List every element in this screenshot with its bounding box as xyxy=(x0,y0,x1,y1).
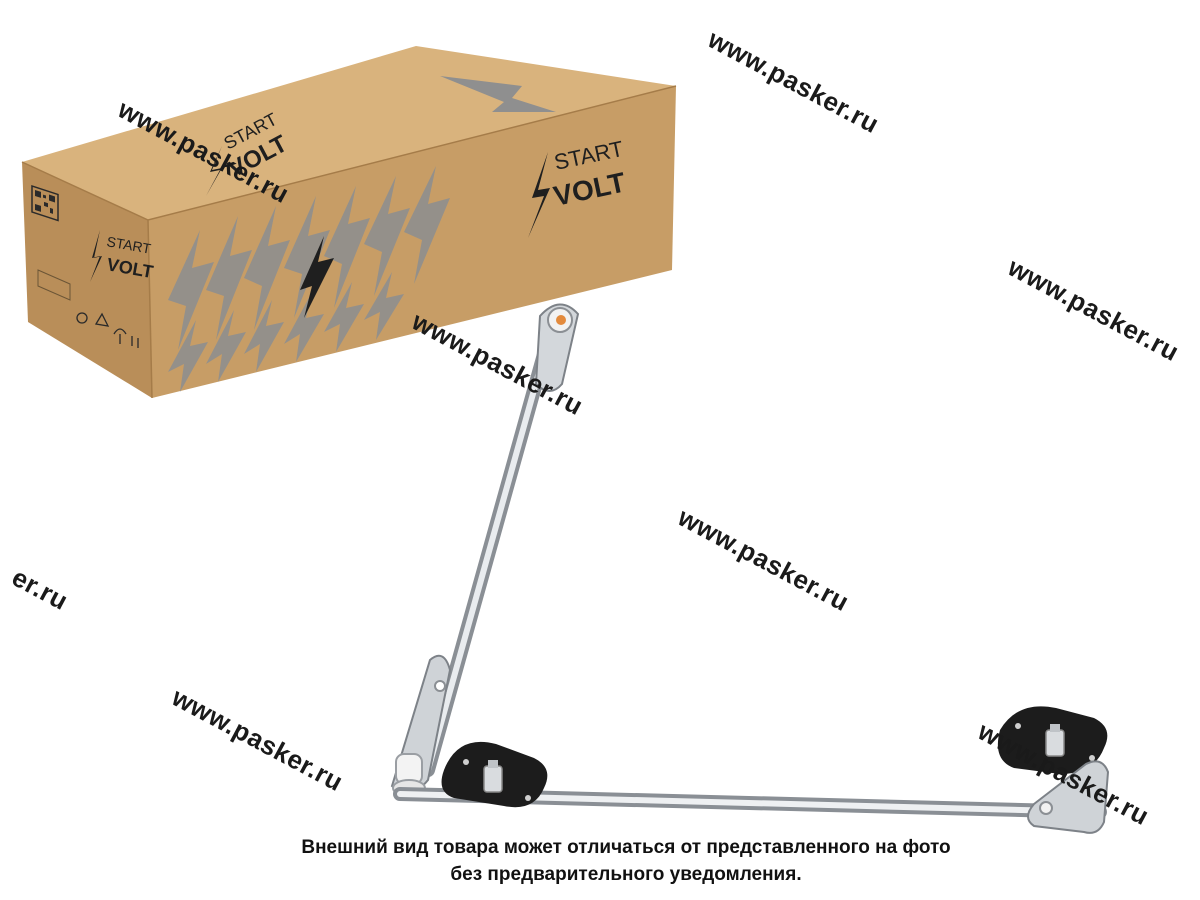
spindle-nut-left xyxy=(483,765,503,793)
handling-icons xyxy=(76,312,139,348)
linkage-right-crank xyxy=(1027,760,1110,834)
box-end-logo-start: START xyxy=(105,233,152,257)
wiper-linkage xyxy=(390,303,1110,834)
linkage-top-joint xyxy=(534,303,580,392)
umbrella-icon xyxy=(113,328,127,335)
disclaimer: Внешний вид товара может отличаться от п… xyxy=(0,834,1200,888)
box-top-bolt-icon xyxy=(440,76,556,112)
disclaimer-line-2: без предварительного уведомления. xyxy=(450,864,802,885)
box-label xyxy=(37,269,71,301)
recycle-icon xyxy=(94,312,110,327)
certification-icon xyxy=(76,312,88,324)
qr-code-icon xyxy=(31,185,59,222)
box-bolt-black-icon xyxy=(300,236,334,318)
product-box: START VOLT START VOLT START VOLT xyxy=(21,46,677,399)
disclaimer-line-1: Внешний вид товара может отличаться от п… xyxy=(301,837,951,858)
box-bolt-pattern xyxy=(168,166,450,392)
mount-plate-right xyxy=(997,706,1108,774)
mount-plate-left xyxy=(441,741,548,808)
orange-bushing xyxy=(556,315,566,325)
